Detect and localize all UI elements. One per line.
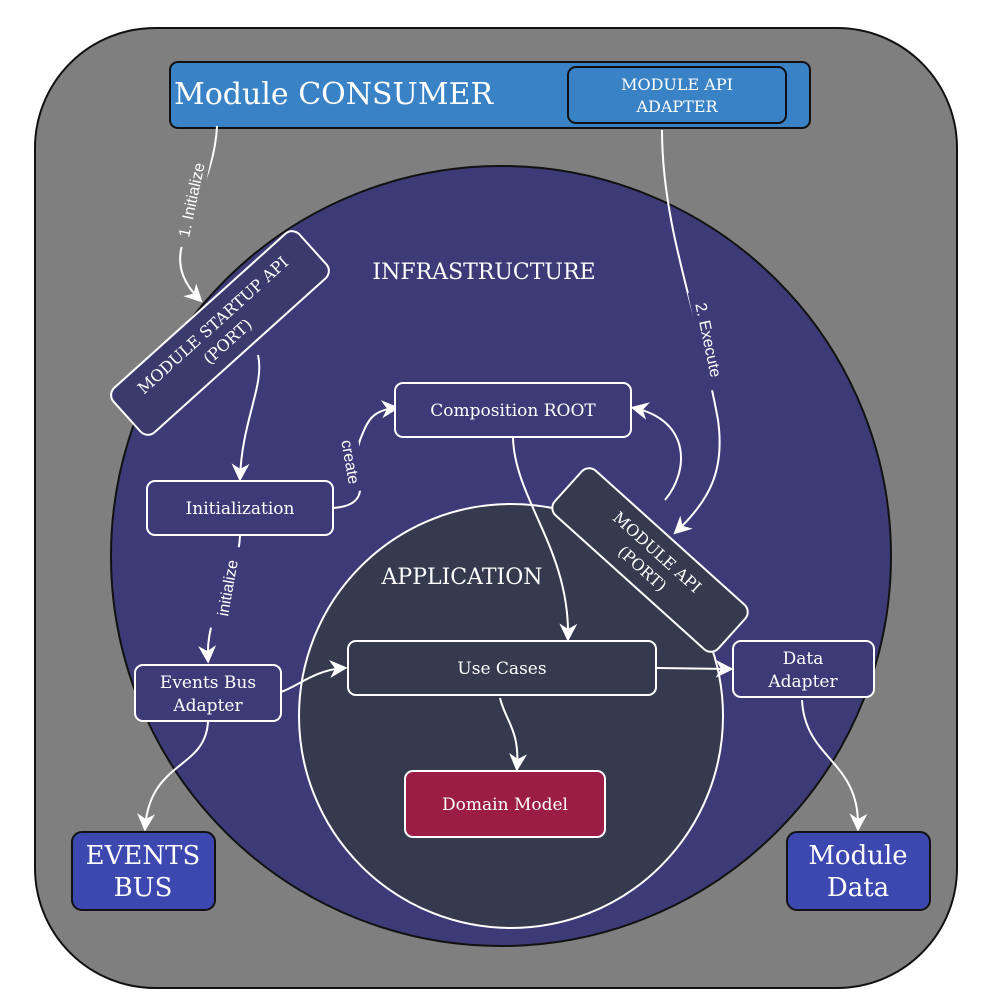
data-adapter-line2: Adapter (767, 672, 838, 692)
module-api-adapter-line1: MODULE API (621, 75, 733, 94)
events-bus-adapter-line2: Adapter (172, 696, 243, 716)
edge-label-initialize: initialize (208, 544, 246, 632)
module-api-adapter-line2: ADAPTER (635, 97, 718, 116)
module-data-store (786, 831, 931, 911)
module-api-adapter (567, 66, 787, 124)
module-consumer-label: Module CONSUMER (174, 77, 494, 112)
edge-startup-to-init (231, 354, 261, 482)
data-adapter-box (732, 640, 875, 698)
events-bus-line2: BUS (114, 873, 173, 903)
edge-port-to-root (630, 402, 682, 501)
events-bus-store (71, 831, 216, 911)
composition-root-label: Composition ROOT (430, 401, 596, 421)
events-bus-adapter-line1: Events Bus (160, 673, 256, 693)
edge-usecases-to-domain (499, 697, 528, 772)
edge-usecases-to-data (656, 659, 734, 678)
initialization-box (146, 480, 334, 536)
domain-model-box (404, 770, 606, 838)
module-data-line1: Module (808, 841, 907, 871)
edge-eventsadapter-to-bus (137, 721, 209, 832)
module-data-line2: Data (827, 873, 889, 903)
infrastructure-label: INFRASTRUCTURE (372, 260, 595, 285)
use-cases-label: Use Cases (457, 659, 546, 679)
edge-dataadapter-to-data (801, 699, 868, 832)
events-bus-adapter-box (134, 664, 282, 722)
initialization-label: Initialization (186, 499, 295, 519)
application-label: APPLICATION (381, 565, 543, 590)
domain-model-label: Domain Model (442, 795, 568, 815)
use-cases-box (347, 640, 657, 696)
edge-eventsbus-to-usecases (280, 660, 348, 693)
events-bus-line1: EVENTS (86, 841, 201, 871)
edge-root-to-usecases (512, 437, 578, 642)
data-adapter-line1: Data (783, 649, 824, 669)
composition-root-box (394, 382, 632, 438)
